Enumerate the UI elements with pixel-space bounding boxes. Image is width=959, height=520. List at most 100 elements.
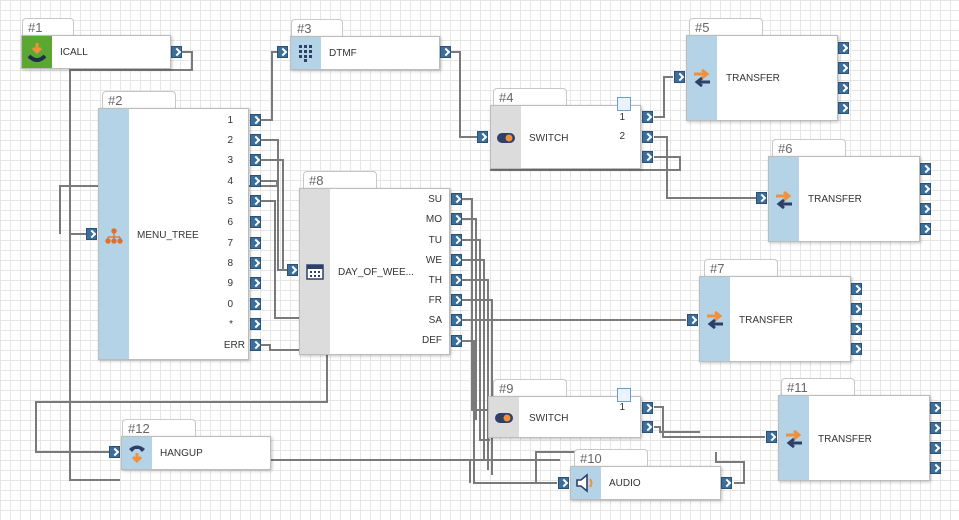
output-port[interactable] xyxy=(838,102,849,114)
output-port[interactable] xyxy=(851,323,862,335)
node-label: MENU_TREE xyxy=(137,230,199,241)
copy-icon[interactable] xyxy=(617,97,631,111)
input-port[interactable] xyxy=(86,228,97,240)
input-port[interactable] xyxy=(558,477,569,489)
node-transfer-5[interactable]: TRANSFER xyxy=(686,35,838,121)
node-transfer-11[interactable]: TRANSFER xyxy=(778,395,930,481)
output-port[interactable] xyxy=(250,237,261,249)
output-port[interactable] xyxy=(250,134,261,146)
output-port[interactable] xyxy=(930,402,941,414)
output-label: WE xyxy=(425,255,442,266)
output-port[interactable] xyxy=(838,62,849,74)
output-port[interactable] xyxy=(721,477,732,489)
output-port[interactable] xyxy=(250,114,261,126)
input-port[interactable] xyxy=(287,264,298,276)
output-port[interactable] xyxy=(250,339,261,351)
hangup-phone-icon xyxy=(129,445,145,464)
output-port[interactable] xyxy=(642,111,653,123)
node-day-of-week[interactable]: DAY_OF_WEE... SU MO TU WE TH FR SA DEF xyxy=(299,188,450,355)
node-tab-transfer7: #7 xyxy=(704,259,778,277)
output-port[interactable] xyxy=(920,163,931,175)
output-label: 9 xyxy=(227,278,233,289)
node-menu-tree[interactable]: MENU_TREE 1 2 3 4 5 6 7 8 9 0 * ERR xyxy=(98,108,249,360)
node-transfer-7[interactable]: TRANSFER xyxy=(699,276,851,362)
output-port[interactable] xyxy=(250,195,261,207)
output-port[interactable] xyxy=(642,421,653,433)
output-label: 0 xyxy=(227,299,233,310)
node-tab-icall: #1 xyxy=(22,18,74,36)
output-port[interactable] xyxy=(838,82,849,94)
output-port[interactable] xyxy=(451,213,462,225)
output-port[interactable] xyxy=(250,257,261,269)
output-label: ERR xyxy=(223,340,245,351)
output-label: 1 xyxy=(619,402,625,413)
output-label: TU xyxy=(428,235,442,246)
input-port[interactable] xyxy=(756,192,767,204)
input-port[interactable] xyxy=(674,71,685,83)
input-port[interactable] xyxy=(477,131,488,143)
output-port[interactable] xyxy=(838,42,849,54)
speaker-icon xyxy=(576,473,593,493)
output-label: 2 xyxy=(227,135,233,146)
output-port[interactable] xyxy=(851,303,862,315)
node-label: TRANSFER xyxy=(739,315,793,326)
output-port[interactable] xyxy=(642,131,653,143)
node-label: SWITCH xyxy=(529,133,569,144)
output-label: 1 xyxy=(227,115,233,126)
output-port[interactable] xyxy=(930,422,941,434)
toggle-switch-icon xyxy=(495,413,513,423)
node-icall[interactable]: ICALL xyxy=(21,35,171,69)
output-port[interactable] xyxy=(642,151,653,163)
output-port[interactable] xyxy=(930,462,941,474)
output-port[interactable] xyxy=(250,318,261,330)
copy-icon[interactable] xyxy=(617,388,631,402)
input-port[interactable] xyxy=(109,446,120,458)
node-audio[interactable]: AUDIO xyxy=(570,466,721,500)
node-dtmf[interactable]: DTMF xyxy=(290,36,440,70)
output-label: FR xyxy=(428,295,442,306)
input-port[interactable] xyxy=(687,314,698,326)
output-label: 8 xyxy=(227,258,233,269)
node-switch-9[interactable]: SWITCH 1 xyxy=(488,396,641,438)
output-port[interactable] xyxy=(250,175,261,187)
node-tab-transfer5: #5 xyxy=(689,18,763,36)
output-label: 3 xyxy=(227,155,233,166)
toggle-switch-icon xyxy=(497,133,515,143)
node-hangup[interactable]: HANGUP xyxy=(121,436,271,470)
node-label: TRANSFER xyxy=(726,73,780,84)
output-port[interactable] xyxy=(451,234,462,246)
transfer-arrows-icon xyxy=(776,191,792,209)
node-tab-dtmf: #3 xyxy=(291,19,343,37)
input-port[interactable] xyxy=(277,46,288,58)
output-port[interactable] xyxy=(642,402,653,414)
output-port[interactable] xyxy=(451,294,462,306)
output-label: MO xyxy=(425,214,442,225)
output-port[interactable] xyxy=(920,223,931,235)
output-port[interactable] xyxy=(250,216,261,228)
output-port[interactable] xyxy=(250,277,261,289)
output-label: TH xyxy=(428,275,442,286)
output-port[interactable] xyxy=(250,298,261,310)
output-port[interactable] xyxy=(451,335,462,347)
output-label: 4 xyxy=(227,176,233,187)
output-port[interactable] xyxy=(451,274,462,286)
output-port[interactable] xyxy=(250,154,261,166)
output-port[interactable] xyxy=(440,46,451,58)
output-port[interactable] xyxy=(451,193,462,205)
output-label: SU xyxy=(428,194,442,205)
output-label: 2 xyxy=(619,131,625,142)
org-tree-icon xyxy=(105,228,123,244)
output-port[interactable] xyxy=(851,283,862,295)
output-port[interactable] xyxy=(451,254,462,266)
node-tab-hangup: #12 xyxy=(122,419,196,437)
output-port[interactable] xyxy=(930,442,941,454)
output-port[interactable] xyxy=(451,314,462,326)
node-tab-menu: #2 xyxy=(102,91,176,109)
output-port[interactable] xyxy=(851,343,862,355)
output-port[interactable] xyxy=(920,203,931,215)
node-switch-4[interactable]: SWITCH 1 2 xyxy=(490,105,641,169)
input-port[interactable] xyxy=(766,431,777,443)
node-transfer-6[interactable]: TRANSFER xyxy=(768,156,920,242)
output-port[interactable] xyxy=(171,46,182,58)
output-port[interactable] xyxy=(920,183,931,195)
